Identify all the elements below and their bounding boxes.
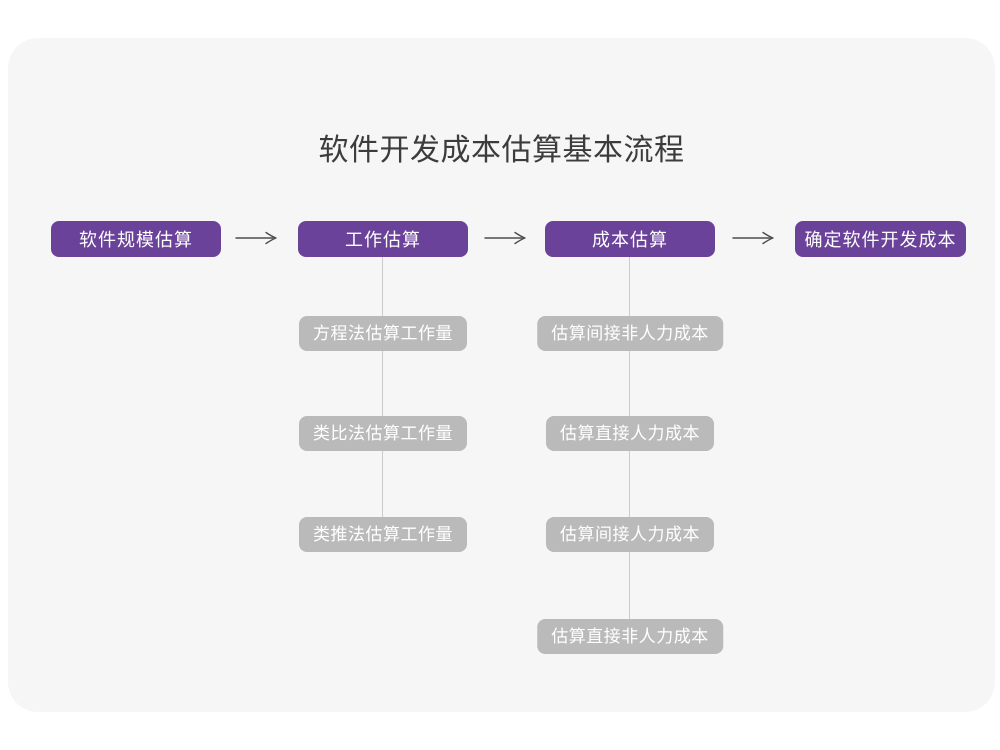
stage-label: 工作估算 (345, 230, 421, 250)
stage-label: 成本估算 (592, 230, 668, 250)
stage-label: 确定软件开发成本 (804, 230, 957, 250)
diagram-title: 软件开发成本估算基本流程 (318, 134, 685, 167)
arrow-right-icon (732, 231, 774, 245)
stage-box-software-scale-estimation: 软件规模估算 (51, 221, 221, 257)
sub-step-box-indirect-labor-cost: 估算间接人力成本 (546, 517, 714, 552)
sub-step-box-equation-method: 方程法估算工作量 (299, 316, 467, 351)
stage-box-cost-estimation: 成本估算 (545, 221, 715, 257)
sub-step-box-direct-nonlabor-cost: 估算直接非人力成本 (537, 619, 723, 654)
sub-step-box-extrapolation-method: 类推法估算工作量 (299, 517, 467, 552)
sub-step-box-indirect-nonlabor-cost: 估算间接非人力成本 (537, 316, 723, 351)
connector-line (382, 257, 383, 517)
arrow-right-icon (484, 231, 526, 245)
stage-box-work-estimation: 工作估算 (298, 221, 468, 257)
stage-box-determine-development-cost: 确定软件开发成本 (795, 221, 966, 257)
diagram-card: 软件开发成本估算基本流程 软件规模估算 工作估算 成本估算 确定软件开发成本 (8, 38, 995, 712)
arrow-right-icon (235, 231, 277, 245)
sub-step-box-analogy-method: 类比法估算工作量 (299, 416, 467, 451)
stage-label: 软件规模估算 (79, 230, 193, 250)
sub-step-box-direct-labor-cost: 估算直接人力成本 (546, 416, 714, 451)
